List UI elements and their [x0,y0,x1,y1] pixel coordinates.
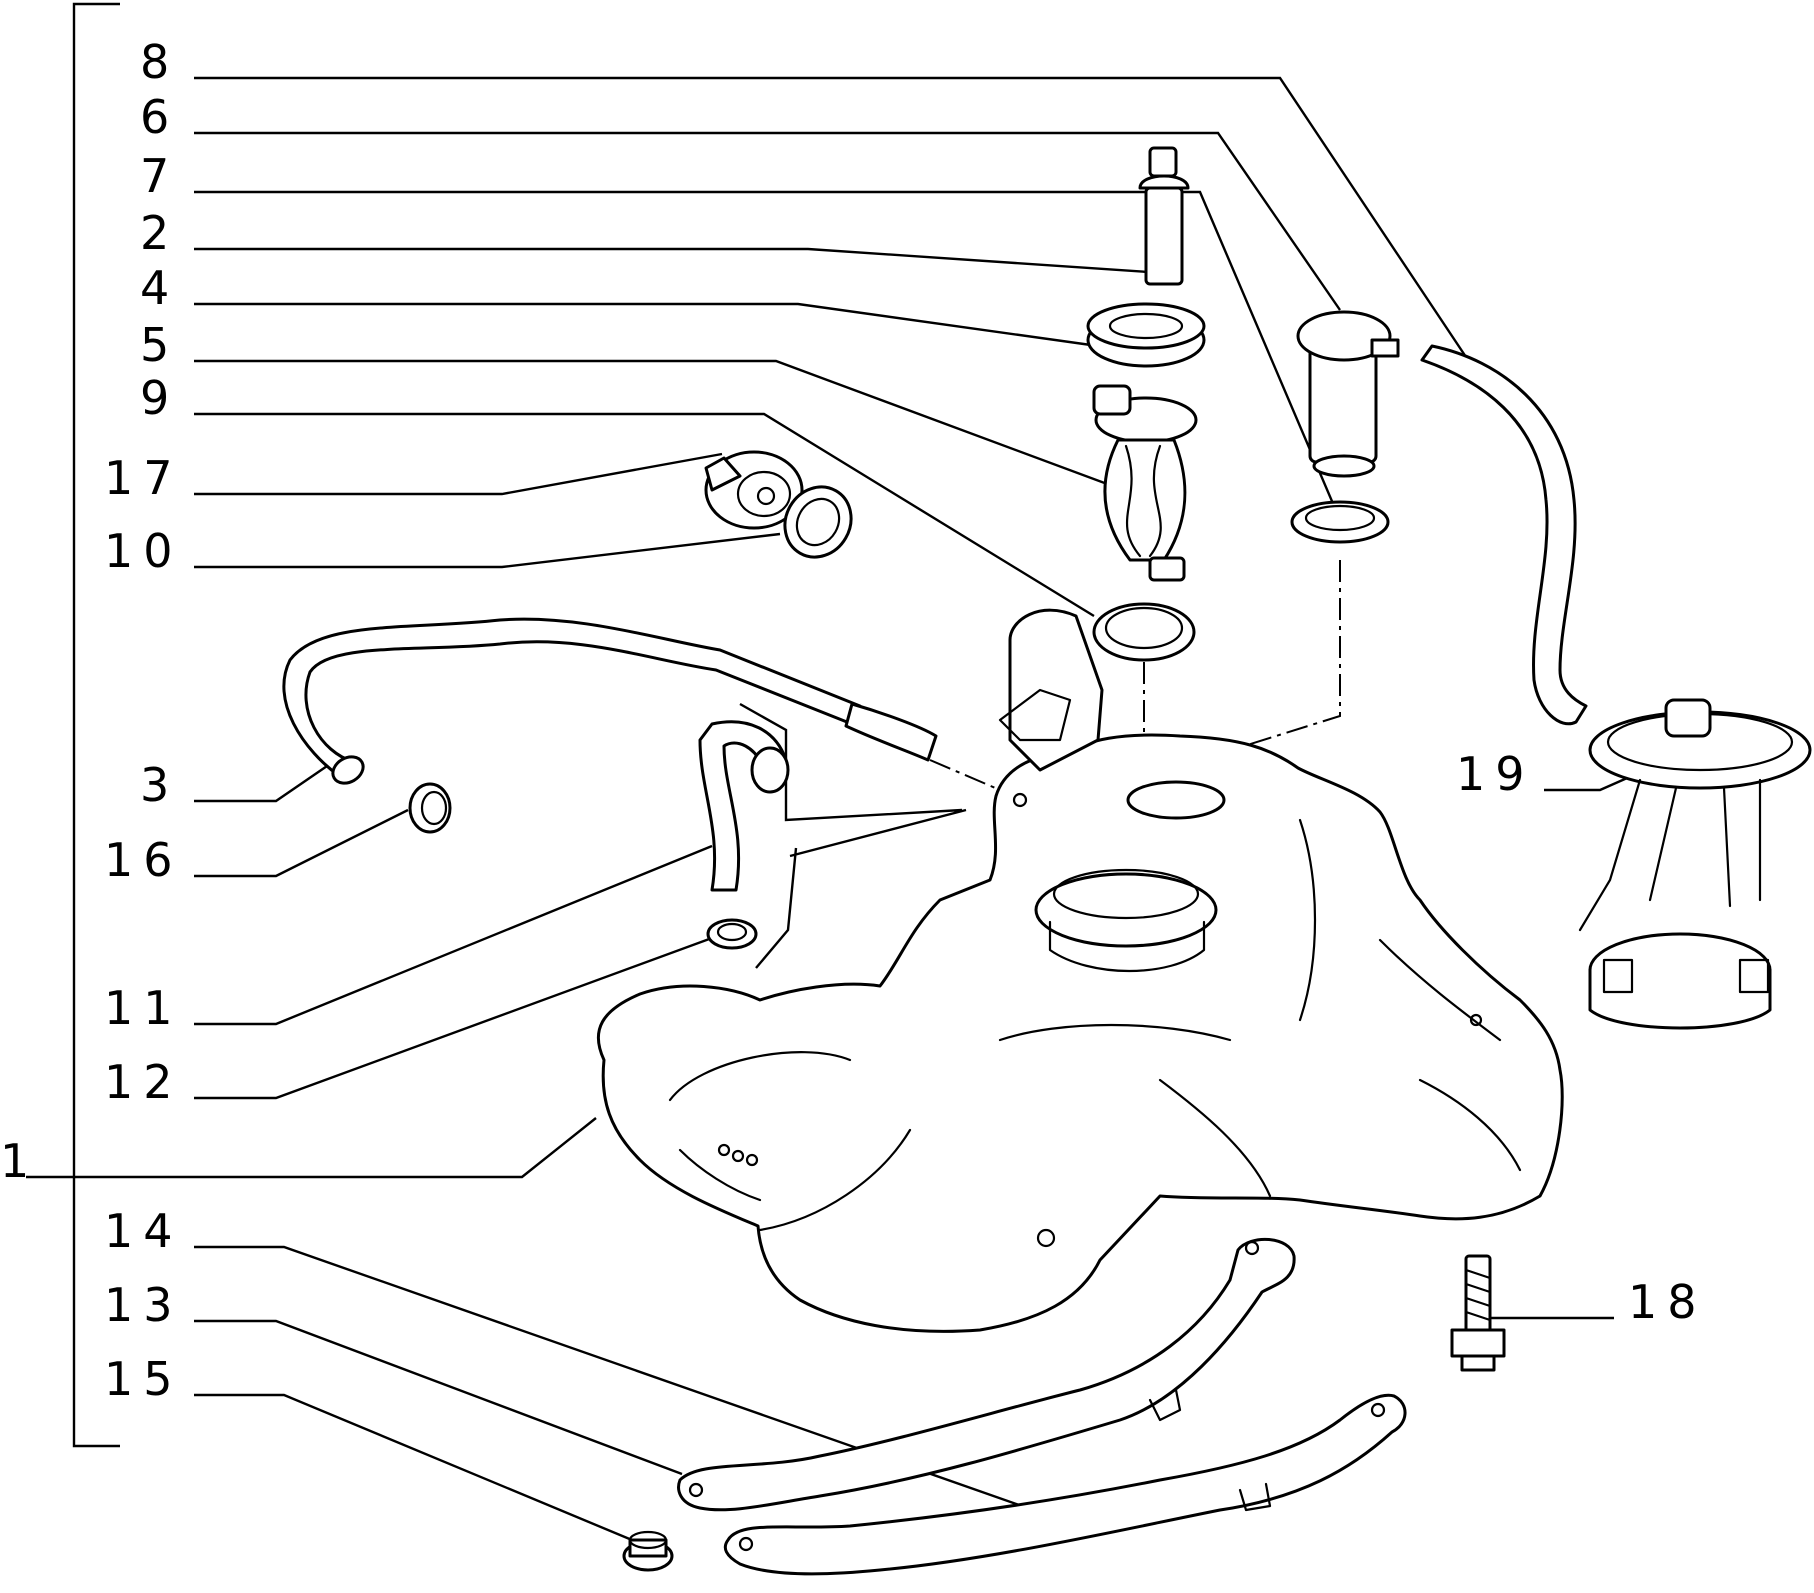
leader-line-12 [194,936,713,1100]
part-1-fuel-tank [596,608,1564,1333]
callout-label-1: 1 [0,1134,39,1188]
part-9-seal [1092,602,1196,662]
callout-label-15: 15 [104,1352,183,1406]
leader-line-11 [194,844,713,1026]
part-14-strap [723,1393,1407,1576]
part-2-sensor-tube [1138,146,1190,286]
leader-line-7 [194,190,1342,521]
part-5-fuel-pump [1092,384,1198,582]
leader-line-8 [194,76,1469,361]
part-12-clamp [706,918,758,950]
callout-label-5: 5 [140,318,179,372]
leader-line-6 [194,131,1341,311]
callout-label-17: 17 [104,451,183,505]
callout-label-4: 4 [140,261,179,315]
leader-line-4 [194,302,1099,348]
part-7-filter-seal [1290,500,1390,544]
leader-line-5 [194,359,1119,490]
leader-line-9 [194,412,1095,618]
callout-label-9: 9 [140,371,179,425]
callout-label-8: 8 [140,35,179,89]
part-18-bolt [1450,1254,1506,1372]
callout-label-7: 7 [140,149,179,203]
part-4-lock-ring [1086,302,1206,368]
part-19-pump-module [1578,698,1812,1030]
assembly-axis-filter [1179,560,1341,767]
part-8-hose [1420,344,1588,726]
group-bracket [72,2,120,1448]
leader-line-2 [194,247,1149,274]
callout-label-19: 19 [1456,747,1535,801]
leader-line-17 [194,452,723,496]
leader-line-16 [194,808,409,878]
part-10-cap-seal [783,485,853,559]
callout-label-12: 12 [104,1055,183,1109]
part-11-vent-hose [698,720,790,892]
callout-label-2: 2 [140,206,179,260]
part-17-cap [704,450,804,530]
callout-label-3: 3 [140,758,179,812]
part-6-fuel-filter [1296,310,1400,478]
leader-line-1 [26,1117,597,1179]
leader-line-15 [194,1393,633,1542]
leader-line-13 [194,1319,683,1476]
callout-label-6: 6 [140,90,179,144]
part-3-filler-pipe [282,617,938,785]
part-13-strap [677,1237,1296,1512]
callout-label-18: 18 [1628,1275,1707,1329]
callout-label-14: 14 [104,1204,183,1258]
callout-label-16: 16 [104,833,183,887]
callout-label-11: 11 [104,981,183,1035]
callout-label-10: 10 [104,524,183,578]
assembly-axis-filler [929,759,1001,791]
leader-line-14 [194,1245,1063,1522]
leader-line-10 [194,532,781,569]
part-15-nut [622,1530,674,1572]
callout-label-13: 13 [104,1278,183,1332]
leader-line-3 [194,763,331,803]
part-16-clamp [408,782,452,834]
